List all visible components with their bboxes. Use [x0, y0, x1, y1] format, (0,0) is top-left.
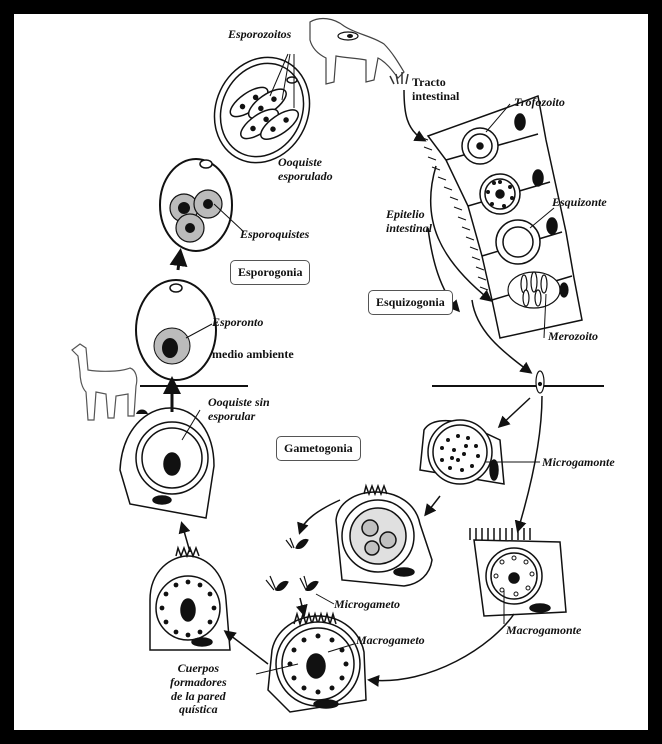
- alpaca-grazing-icon: [310, 19, 404, 84]
- label-esporozoitos: Esporozoitos: [228, 28, 291, 42]
- stage-box-gametogonia: Gametogonia: [276, 436, 361, 461]
- label-microgameto: Microgameto: [334, 598, 400, 612]
- free-merozoite: [536, 371, 544, 393]
- label-macrogamonte: Macrogamonte: [506, 624, 581, 638]
- label-cuerpos-formadores: Cuerpos formadores de la pared quística: [170, 662, 227, 717]
- microgametes: [266, 538, 318, 590]
- macrogamont-cell: [470, 528, 566, 616]
- stage-box-esporogonia: Esporogonia: [230, 260, 310, 285]
- feces-icon: [136, 410, 148, 415]
- sporocyst-oocyst: [160, 159, 232, 251]
- label-ooquiste-esporulado: Ooquiste esporulado: [278, 156, 333, 184]
- label-esquizonte: Esquizonte: [552, 196, 607, 210]
- microgamont-cell: [420, 420, 504, 484]
- unsporulated-oocyst: [120, 408, 214, 518]
- label-tracto-intestinal: Tracto intestinal: [412, 76, 459, 104]
- label-medio-ambiente: medio ambiente: [212, 348, 294, 362]
- label-merozoito: Merozoito: [548, 330, 598, 344]
- microgamont-mature-cell: [336, 486, 432, 586]
- sporont-oocyst: [136, 280, 216, 380]
- label-trofozoito: Trofozoito: [514, 96, 565, 110]
- label-macrogameto: Macrogameto: [356, 634, 425, 648]
- alpaca-standing-icon: [72, 344, 137, 420]
- macrogamete-cell: [268, 614, 366, 712]
- stage-box-esquizogonia: Esquizogonia: [368, 290, 453, 315]
- microgameto-pointer: [316, 594, 334, 604]
- label-ooquiste-sin-esporular: Ooquiste sin esporular: [208, 396, 270, 424]
- label-epitelio-intestinal: Epitelio intestinal: [386, 208, 432, 236]
- label-esporoquistes: Esporoquistes: [240, 228, 309, 242]
- label-esporonto: Esporonto: [212, 316, 263, 330]
- label-microgamonte: Microgamonte: [542, 456, 615, 470]
